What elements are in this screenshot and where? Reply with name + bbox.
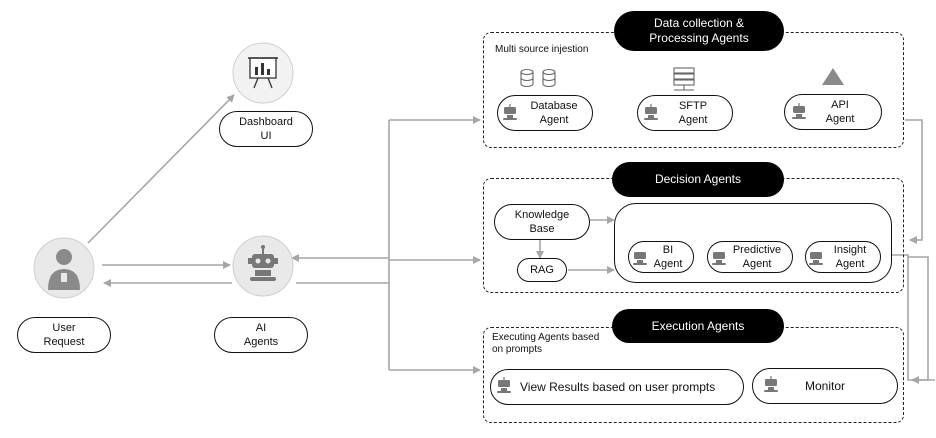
arrow-user-to-dashboard (87, 94, 235, 244)
monitor-label: Monitor (804, 379, 845, 393)
dashboard-icon (232, 42, 294, 104)
api-agent-label: API Agent (825, 99, 855, 125)
rag-pill[interactable] (517, 258, 567, 282)
server-icon (673, 67, 695, 91)
executing-agents-label: Executing Agents based on prompts (492, 332, 600, 355)
view-results-pill[interactable] (490, 369, 744, 405)
sftp-agent-label: SFTP Agent (678, 100, 708, 126)
database-agent-label: Database Agent (530, 100, 578, 126)
user-request-pill[interactable] (17, 317, 111, 353)
multi-source-label: Multi source injestion (495, 44, 589, 55)
arrow-data-to-decision (905, 119, 923, 244)
arrow-decision-to-execution (890, 254, 910, 381)
ai-agents-robot-icon (232, 235, 294, 297)
database-icon (520, 68, 556, 88)
monitor-pill[interactable] (752, 368, 898, 404)
ai-agents-pill[interactable] (214, 317, 308, 353)
user-icon (33, 237, 95, 299)
data-collection-title: Data collection & Processing Agents (614, 11, 784, 51)
user-request-label: User Request (43, 322, 85, 348)
decision-title: Decision Agents (612, 162, 784, 197)
execution-title: Execution Agents (612, 309, 784, 343)
insight-agent-label: Insight Agent (833, 244, 867, 270)
bi-agent-label: BI Agent (653, 244, 683, 270)
view-results-label: View Results based on user prompts (520, 380, 716, 394)
arrow-decision-to-monitor (908, 256, 929, 384)
ai-agents-label: AI Agents (243, 322, 279, 348)
api-triangle-icon (822, 68, 844, 85)
dashboard-ui-pill[interactable] (219, 111, 313, 147)
knowledge-base-pill[interactable] (494, 204, 590, 240)
rag-label: RAG (530, 264, 554, 276)
predictive-agent-label: Predictive Agent (732, 244, 782, 270)
dashboard-ui-label: Dashboard UI (239, 116, 293, 142)
knowledge-base-label: Knowledge Base (514, 209, 570, 235)
